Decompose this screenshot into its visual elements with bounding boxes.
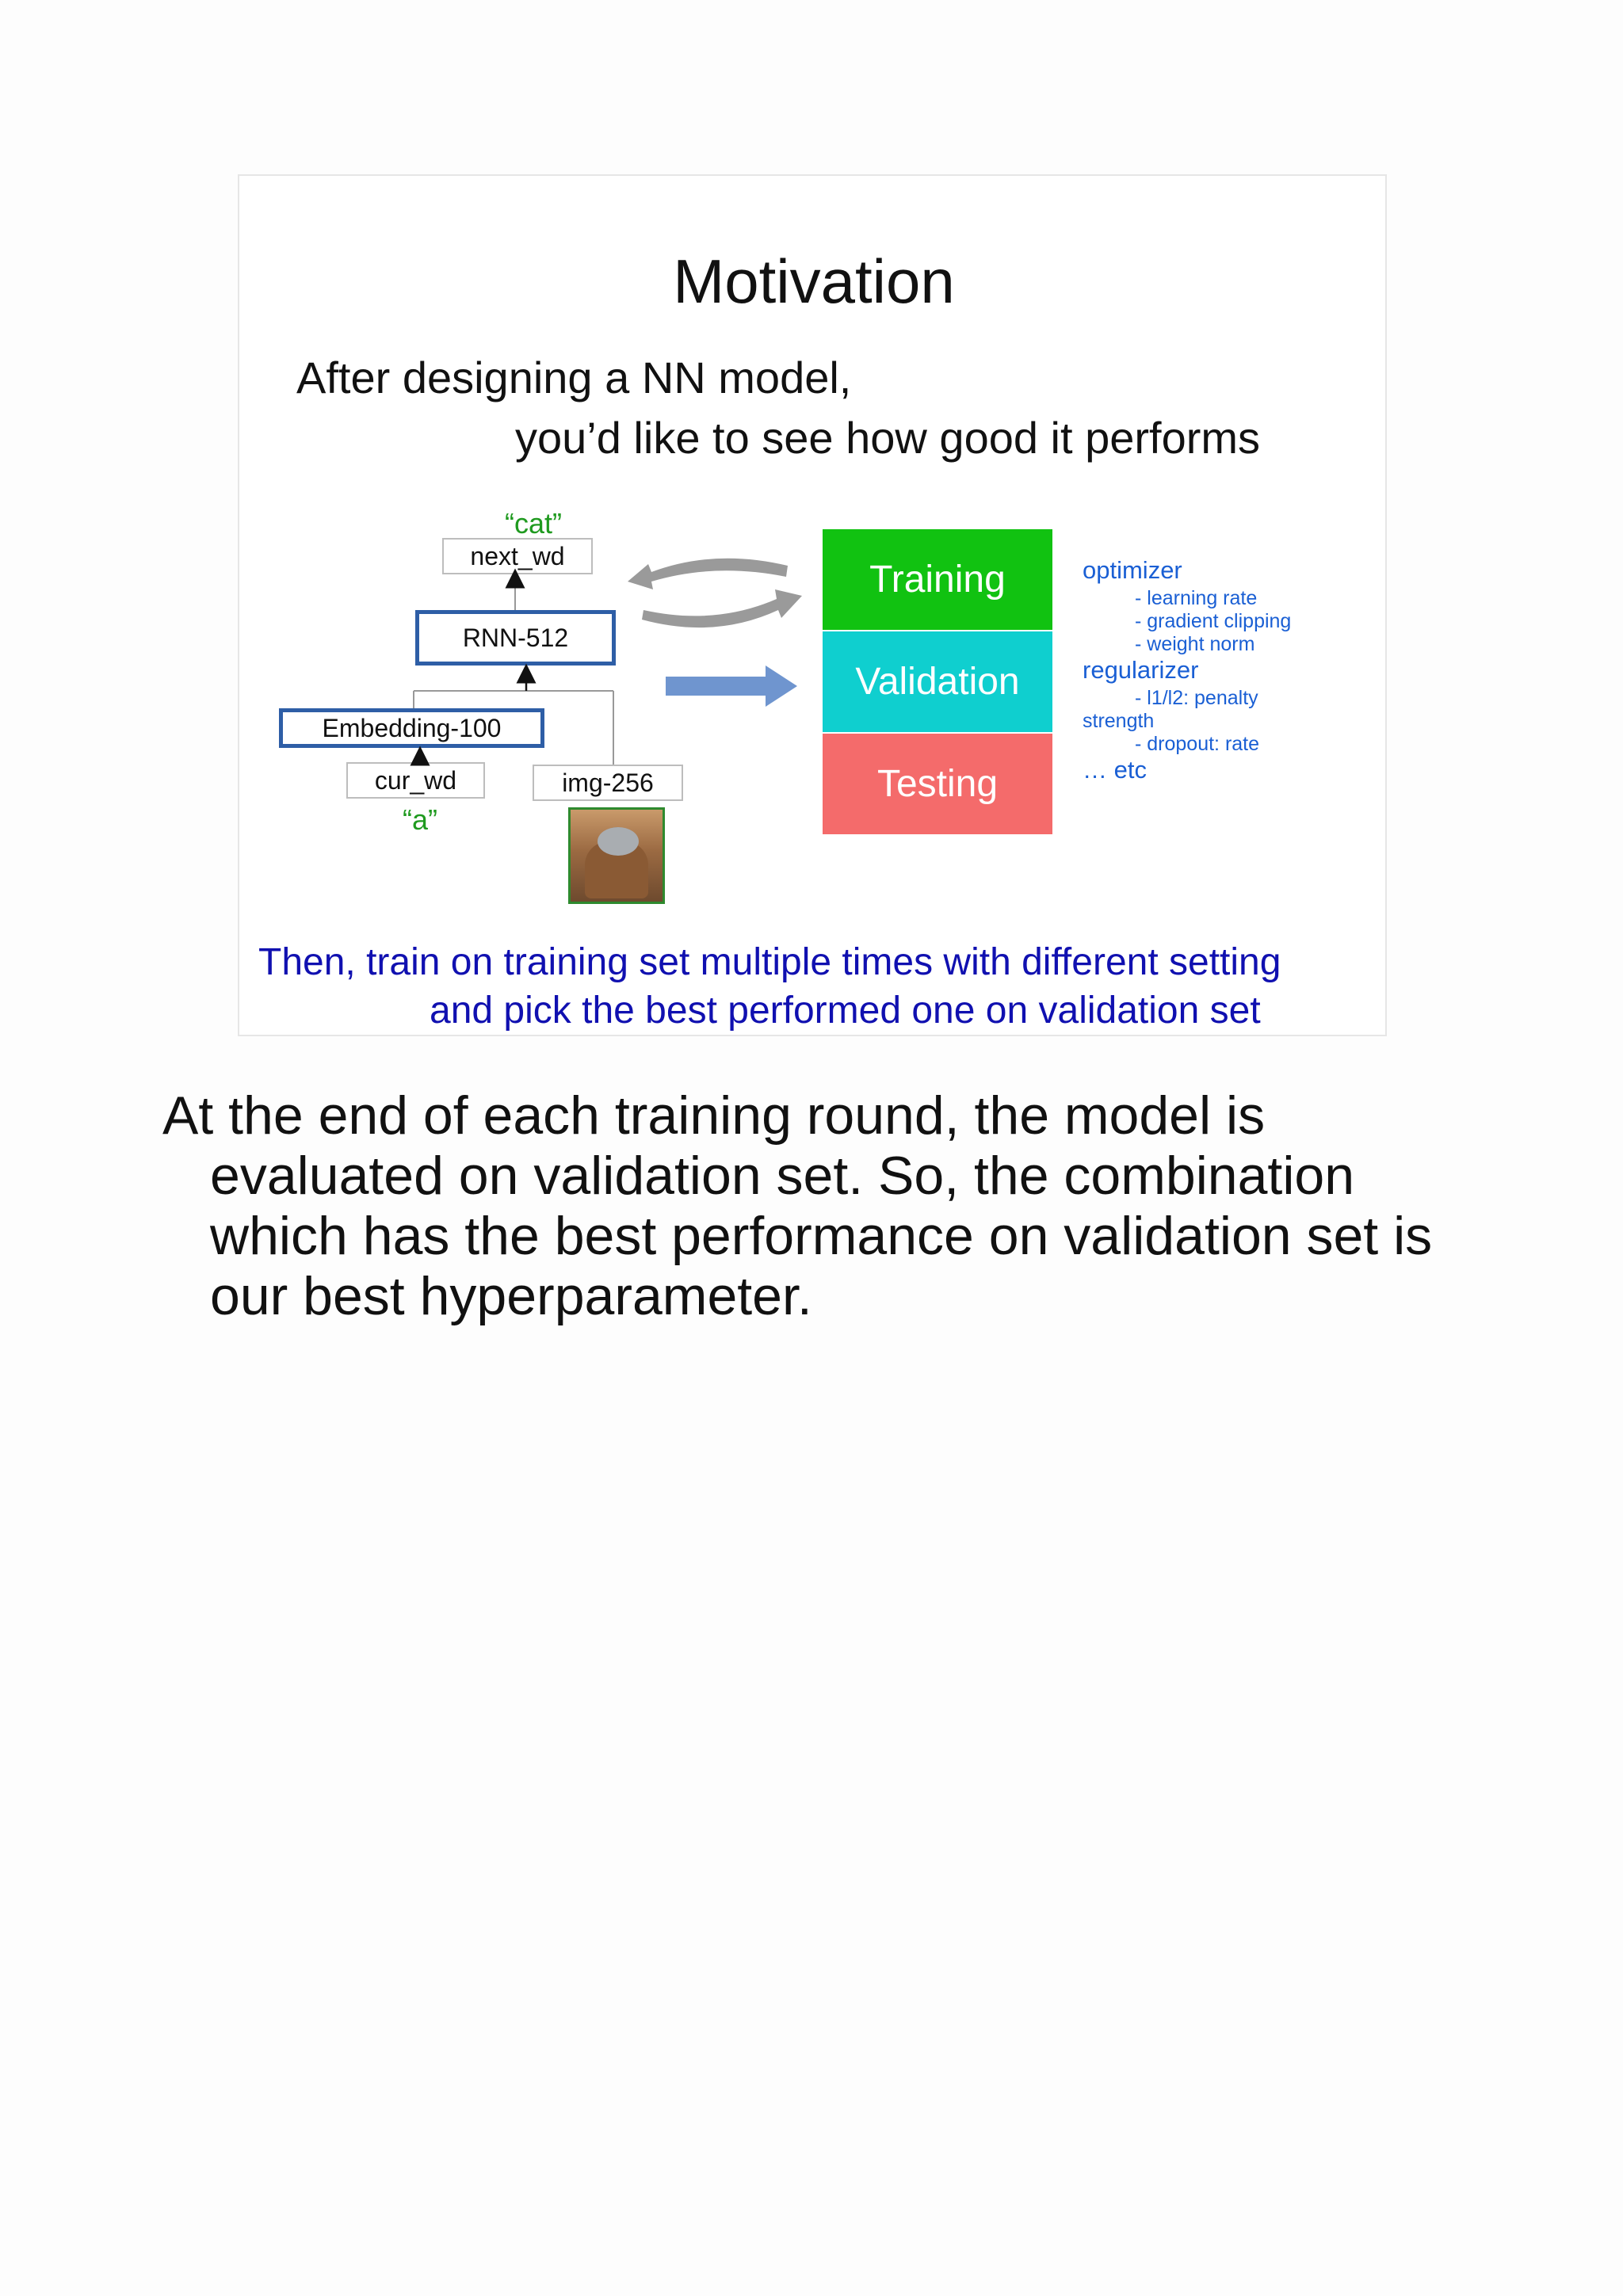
then-line-2: and pick the best performed one on valid… [430,990,1261,1032]
paragraph-line: evaluated on validation set. So, the com… [210,1146,1355,1206]
slide-title: Motivation [673,246,955,316]
img-box: img-256 [533,765,683,801]
reg-item-1: - l1/l2: penalty [1135,687,1258,709]
opt-item-2: - gradient clipping [1135,610,1292,632]
validation-set-box: Validation [823,631,1052,732]
blue-right-arrow-icon [666,666,797,707]
optimizer-label: optimizer [1083,556,1182,584]
etc-label: … etc [1083,756,1147,784]
reg-item-2: - dropout: rate [1135,733,1260,755]
cat-in-boot-image [568,807,665,904]
opt-item-1: - learning rate [1135,587,1258,609]
training-set-box: Training [823,529,1052,630]
diagram-connectors [410,558,802,766]
paragraph-line: which has the best performance on valida… [210,1206,1433,1266]
paragraph-line: At the end of each training round, the m… [162,1085,1266,1146]
input-word-label: “a” [403,803,437,836]
opt-item-3: - weight norm [1135,633,1255,655]
slide: Motivation After designing a NN model, y… [238,174,1387,1036]
paragraph-line: our best hyperparameter. [210,1266,812,1326]
intro-line-2: you’d like to see how good it performs [515,413,1261,463]
then-line-1: Then, train on training set multiple tim… [258,941,1281,983]
regularizer-label: regularizer [1083,656,1199,684]
rnn-box: RNN-512 [415,610,616,666]
testing-set-box: Testing [823,734,1052,834]
intro-line-1: After designing a NN model, [296,353,852,402]
reg-item-1-cont: strength [1083,710,1155,732]
next-wd-box: next_wd [442,538,593,574]
output-word-label: “cat” [505,507,562,540]
cur-wd-box: cur_wd [346,762,485,799]
cycle-arrows-icon [628,558,802,628]
body-paragraph: At the end of each training round, the m… [162,1085,1589,1326]
